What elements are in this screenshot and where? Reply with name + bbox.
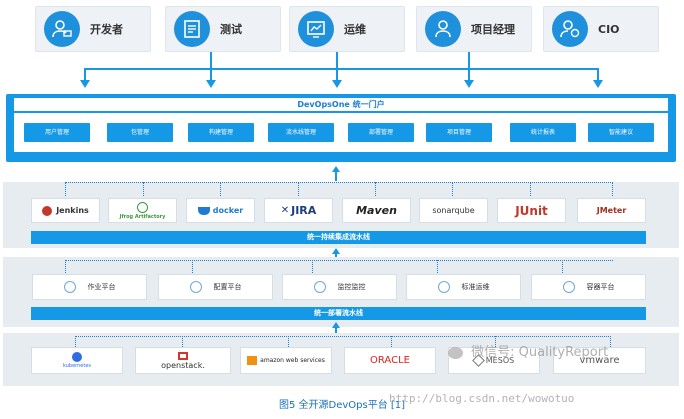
role-card-operations: 运维 xyxy=(289,6,405,52)
cio-icon xyxy=(552,11,588,47)
platform-job: 作业平台 xyxy=(32,274,147,300)
tool-jmeter: JMeter xyxy=(577,198,646,223)
up-arrow-icon xyxy=(332,322,340,328)
kubernetes-icon xyxy=(72,352,82,362)
wechat-icon xyxy=(448,346,463,359)
portal-title: DevOpsOne 统一门户 xyxy=(14,98,668,111)
role-label: 开发者 xyxy=(90,23,123,36)
role-label: CIO xyxy=(598,22,620,36)
ci-pipeline-bar: 统一持续集成流水线 xyxy=(31,231,646,244)
portal-module-user-management[interactable]: 用户管理 xyxy=(24,123,90,142)
platform-config: 配置平台 xyxy=(158,274,273,300)
cloud-icon xyxy=(562,281,575,293)
operations-icon xyxy=(298,11,334,47)
up-connector xyxy=(335,327,337,333)
up-connector xyxy=(335,253,337,260)
role-label: 运维 xyxy=(344,23,366,36)
infra-kubernetes: kubernetes xyxy=(31,347,123,374)
tool-jfrog-artifactory: Jfrog Artifactory xyxy=(108,198,177,223)
unified-portal: DevOpsOne 统一门户 用户管理 包管理 构建管理 流水线管理 部署管理 … xyxy=(6,94,676,162)
testing-icon xyxy=(174,11,210,47)
wechat-watermark: 微信号: QualityReport xyxy=(448,341,608,360)
jenkins-icon xyxy=(42,205,53,216)
portal-module-project-management[interactable]: 项目管理 xyxy=(426,123,492,142)
role-card-project-manager: 项目经理 xyxy=(416,6,532,52)
infra-vmware: vmware xyxy=(553,347,646,374)
tool-sonarqube: sonarqube xyxy=(419,198,488,223)
up-connector xyxy=(335,172,337,181)
portal-module-smart-suggestion[interactable]: 智能建议 xyxy=(588,123,654,142)
role-card-developer: 开发者 xyxy=(35,6,151,52)
platform-container: 容器平台 xyxy=(531,274,646,300)
cloud-icon xyxy=(63,281,76,293)
tool-jira: ✕ JIRA xyxy=(264,198,333,223)
cloud-icon xyxy=(189,281,202,293)
portal-module-deploy-management[interactable]: 部署管理 xyxy=(348,123,414,142)
deploy-pipeline-bar: 统一部署流水线 xyxy=(31,307,646,320)
openstack-icon xyxy=(178,351,188,360)
portal-modules: 用户管理 包管理 构建管理 流水线管理 部署管理 项目管理 统计报表 智能建议 xyxy=(14,113,668,152)
role-label: 测试 xyxy=(220,23,242,36)
role-card-cio: CIO xyxy=(543,6,659,52)
role-label: 项目经理 xyxy=(471,23,515,36)
blog-watermark: http://blog.csdn.net/wowotuo xyxy=(389,392,575,405)
up-arrow-icon xyxy=(332,166,340,172)
docker-whale-icon xyxy=(197,206,210,215)
platform-monitoring: 监控监控 xyxy=(282,274,397,300)
jira-icon: ✕ xyxy=(280,205,290,216)
infra-mesos: MESOS xyxy=(448,347,540,374)
cloud-icon xyxy=(313,281,326,293)
developer-icon xyxy=(44,11,80,47)
project-manager-icon xyxy=(425,11,461,47)
portal-module-statistics-report[interactable]: 统计报表 xyxy=(510,123,576,142)
infra-aws: amazon web services xyxy=(240,347,332,374)
tool-jenkins: Jenkins xyxy=(31,198,100,223)
infra-openstack: openstack. xyxy=(135,347,231,374)
portal-module-build-management[interactable]: 构建管理 xyxy=(188,123,254,142)
role-card-testing: 测试 xyxy=(165,6,281,52)
up-arrow-icon xyxy=(332,248,340,254)
cloud-icon xyxy=(437,281,450,293)
infra-oracle: ORACLE xyxy=(344,347,436,374)
portal-module-pipeline-management[interactable]: 流水线管理 xyxy=(268,123,334,142)
tool-docker: docker xyxy=(186,198,255,223)
aws-icon xyxy=(247,356,258,365)
tool-maven: Maven xyxy=(342,198,411,223)
tool-junit: JUnit xyxy=(497,198,566,223)
figure-caption: 图5 全开源DevOps平台 [1] xyxy=(278,400,406,411)
platform-standard-ops: 标准运维 xyxy=(406,274,521,300)
portal-module-package-management[interactable]: 包管理 xyxy=(107,123,173,142)
jfrog-icon xyxy=(137,201,148,213)
